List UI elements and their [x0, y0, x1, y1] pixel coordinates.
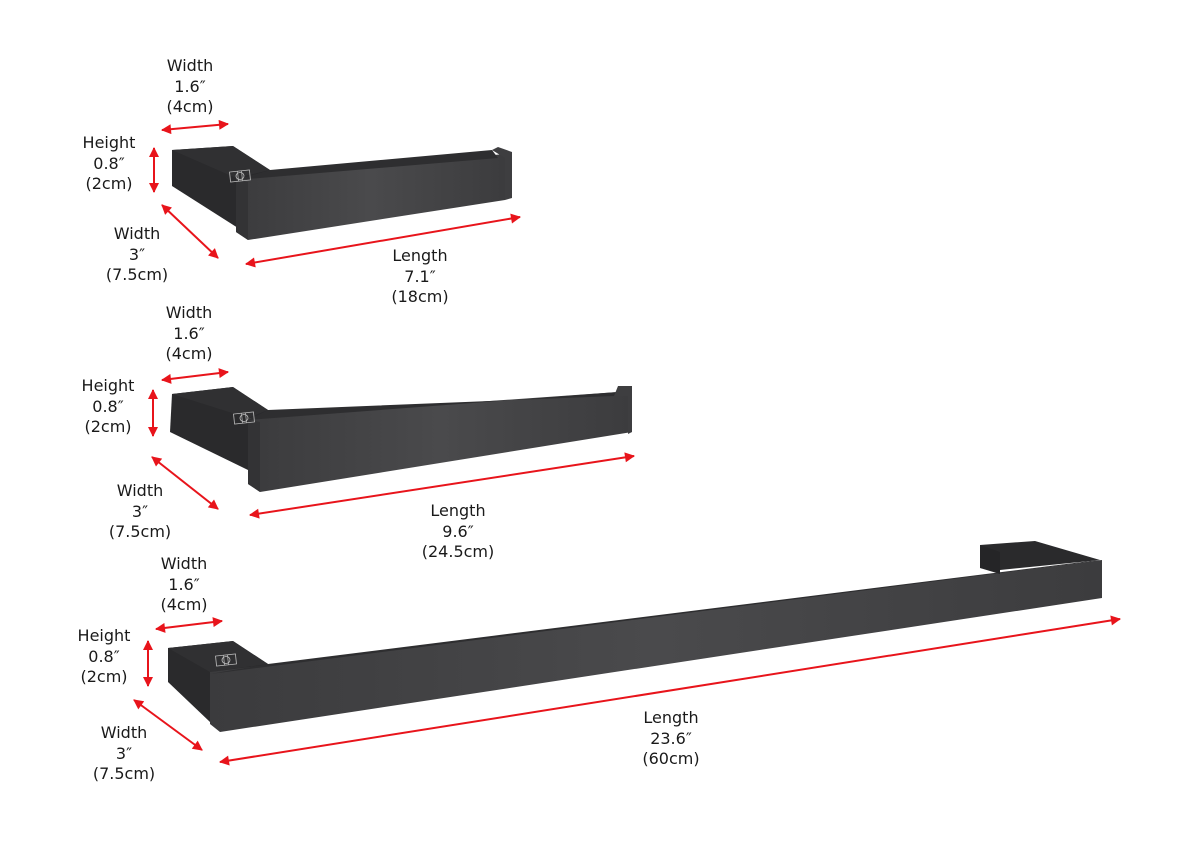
label-length-3: Length 23.6″ (60cm): [642, 708, 699, 770]
product-towel-bar: [168, 541, 1102, 732]
product-toilet-paper-holder: [172, 146, 512, 240]
label-title: Length: [643, 708, 699, 727]
label-imperial: 1.6″: [168, 574, 200, 594]
label-top-width-2: Width 1.6″ (4cm): [165, 303, 212, 365]
label-length-2: Length 9.6″ (24.5cm): [422, 501, 495, 563]
label-title: Height: [81, 376, 135, 395]
label-height-1: Height 0.8″ (2cm): [83, 133, 136, 195]
label-title: Width: [166, 56, 214, 75]
label-imperial: 0.8″: [93, 153, 125, 173]
label-top-width-1: Width 1.6″ (4cm): [166, 56, 213, 118]
label-length-1: Length 7.1″ (18cm): [391, 246, 448, 308]
label-depth-width-2: Width 3″ (7.5cm): [109, 481, 171, 543]
label-imperial: 3″: [128, 244, 146, 264]
arrow-length-3: [219, 615, 1121, 766]
label-title: Width: [116, 481, 164, 500]
arrow-top-width-1: [161, 119, 229, 135]
label-metric: (4cm): [165, 344, 213, 363]
label-metric: (18cm): [391, 287, 449, 306]
label-imperial: 3″: [131, 501, 149, 521]
label-title: Width: [100, 723, 148, 742]
arrow-depth-width-2: [151, 456, 219, 510]
label-height-2: Height 0.8″ (2cm): [82, 376, 135, 438]
label-imperial: 1.6″: [174, 76, 206, 96]
label-metric: (4cm): [166, 97, 214, 116]
label-metric: (2cm): [80, 667, 128, 686]
arrow-length-1: [245, 213, 521, 268]
label-height-3: Height 0.8″ (2cm): [78, 626, 131, 688]
arrow-depth-width-3: [133, 699, 203, 751]
label-imperial: 0.8″: [92, 396, 124, 416]
label-metric: (7.5cm): [108, 522, 172, 541]
arrow-top-width-3: [155, 617, 223, 633]
label-title: Height: [82, 133, 136, 152]
label-imperial: 9.6″: [442, 521, 474, 541]
label-title: Width: [113, 224, 161, 243]
label-imperial: 3″: [115, 743, 133, 763]
label-top-width-3: Width 1.6″ (4cm): [160, 554, 207, 616]
arrow-depth-width-1: [161, 204, 219, 259]
label-metric: (60cm): [642, 749, 700, 768]
label-metric: (7.5cm): [105, 265, 169, 284]
label-imperial: 1.6″: [173, 323, 205, 343]
dimension-arrows: [133, 119, 1121, 766]
product-hand-towel-holder: [170, 386, 632, 492]
label-title: Length: [392, 246, 448, 265]
label-title: Height: [77, 626, 131, 645]
label-imperial: 0.8″: [88, 646, 120, 666]
label-metric: (4cm): [160, 595, 208, 614]
label-metric: (24.5cm): [421, 542, 495, 561]
label-title: Width: [160, 554, 208, 573]
arrow-top-width-2: [161, 368, 229, 384]
label-imperial: 7.1″: [404, 266, 436, 286]
label-title: Length: [430, 501, 486, 520]
label-metric: (2cm): [85, 174, 133, 193]
label-depth-width-1: Width 3″ (7.5cm): [106, 224, 168, 286]
arrow-length-2: [249, 452, 635, 519]
label-title: Width: [165, 303, 213, 322]
label-metric: (2cm): [84, 417, 132, 436]
label-depth-width-3: Width 3″ (7.5cm): [93, 723, 155, 785]
label-imperial: 23.6″: [650, 728, 692, 748]
label-metric: (7.5cm): [92, 764, 156, 783]
